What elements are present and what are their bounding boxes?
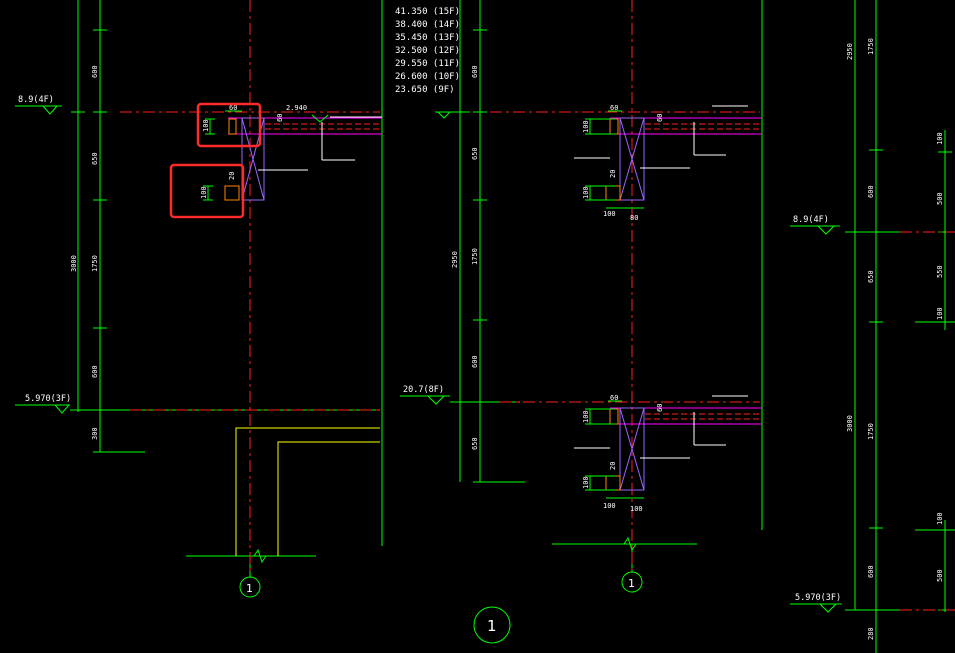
left-axis-bubble: [239, 576, 261, 598]
mid-lower-100-a: 100: [582, 410, 590, 423]
left-axis-label: 1: [246, 582, 253, 595]
left-detail-100-bottom: 100: [200, 186, 208, 199]
mid-dim-texts: 600 2950 1750 600 650 650: [451, 65, 479, 450]
highlight-box-top: [196, 102, 262, 148]
mid-lower-60: 60: [610, 394, 618, 402]
elevation-13f: 35.450 (13F): [395, 33, 460, 43]
mid-upper-detail: [574, 105, 762, 209]
right-dim-650: 650: [867, 270, 875, 283]
left-level-3f-label: 5.970(3F): [25, 394, 71, 404]
mid-dim-600-bottom: 600: [471, 355, 479, 368]
title-axis-bubble: [473, 606, 511, 644]
far-right-dim-100-a: 100: [936, 132, 944, 145]
mid-dim-1750: 1750: [471, 248, 479, 265]
far-right-dim-500-a: 500: [936, 192, 944, 205]
right-dim-600-bottom: 600: [867, 565, 875, 578]
left-dim-600-top: 600: [91, 65, 99, 78]
left-dim-total: 3000: [70, 255, 78, 272]
mid-upper-60: 60: [610, 104, 618, 112]
left-centerlines: [120, 0, 380, 575]
elevation-list: 41.350 (15F) 38.400 (14F) 35.450 (13F) 3…: [395, 7, 460, 95]
mid-dim-650: 650: [471, 437, 479, 450]
mid-upper-60-vertical: 60: [656, 114, 664, 122]
mid-dim-650-upper: 650: [471, 147, 479, 160]
elevation-15f: 41.350 (15F): [395, 7, 460, 17]
mid-lower-100-horizontal: 100: [603, 502, 616, 510]
mid-upper-80: 80: [630, 214, 638, 222]
left-level-4f-label: 8.9(4F): [18, 95, 54, 105]
mid-upper-100-horizontal: 100: [603, 210, 616, 218]
mid-lower-20: 20: [609, 462, 617, 470]
right-dim-1750-top: 1750: [867, 38, 875, 55]
mid-axis-label: 1: [628, 577, 635, 590]
right-centerlines: [900, 231, 955, 611]
highlight-box-bottom: [169, 163, 245, 219]
right-dim-1750-bottom: 1750: [867, 423, 875, 440]
left-detail-60: 60: [229, 104, 237, 112]
left-dim-600-bottom: 600: [91, 365, 99, 378]
mid-lower-100-b: 100: [582, 476, 590, 489]
mid-dim-2950: 2950: [451, 251, 459, 268]
far-right-dim-550: 550: [936, 265, 944, 278]
elevation-12f: 32.500 (12F): [395, 46, 460, 56]
mid-lower-detail: [574, 395, 762, 499]
left-dim-300: 300: [91, 427, 99, 440]
right-dim-600-top: 600: [867, 185, 875, 198]
right-dim-280: 280: [867, 627, 875, 640]
right-dim-texts: 2950 1750 600 650 1750 600 280 3000 100 …: [846, 38, 944, 640]
elevation-11f: 29.550 (11F): [395, 59, 460, 69]
right-dim-2950: 2950: [846, 43, 854, 60]
left-wall-outline: [235, 427, 380, 556]
mid-upper-100-b: 100: [582, 186, 590, 199]
right-level-3f-label: 5.970(3F): [795, 593, 841, 603]
left-dim-texts: 600 650 1750 600 300 3000: [70, 65, 99, 440]
right-dim-total: 3000: [846, 415, 854, 432]
left-slab-detail: [203, 110, 382, 201]
mid-centerlines: [490, 0, 760, 570]
title-axis-label: 1: [487, 617, 497, 635]
mid-lower-60-vertical: 60: [656, 404, 664, 412]
mid-axis-bubble: [621, 571, 643, 593]
elevation-10f: 26.600 (10F): [395, 72, 460, 82]
mid-upper-20: 20: [609, 170, 617, 178]
far-right-dim-100-b: 100: [936, 307, 944, 320]
mid-lower-100-right: 100: [630, 505, 643, 513]
elevation-9f: 23.650 (9F): [395, 85, 455, 95]
left-detail-100-top: 100: [202, 119, 210, 132]
mid-dim-600-top: 600: [471, 65, 479, 78]
left-slab-elevation: 2.940: [286, 104, 307, 112]
left-detail-20: 20: [228, 172, 236, 180]
far-right-dim-100-c: 100: [936, 512, 944, 525]
left-dim-650: 650: [91, 152, 99, 165]
right-level-4f-label: 8.9(4F): [793, 215, 829, 225]
left-detail-60-vertical: 60: [276, 114, 284, 122]
mid-level-label: 20.7(8F): [403, 385, 444, 395]
mid-upper-100-a: 100: [582, 120, 590, 133]
left-dim-1750: 1750: [91, 255, 99, 272]
elevation-14f: 38.400 (14F): [395, 20, 460, 30]
far-right-dim-500-b: 500: [936, 569, 944, 582]
right-section: [790, 0, 955, 653]
